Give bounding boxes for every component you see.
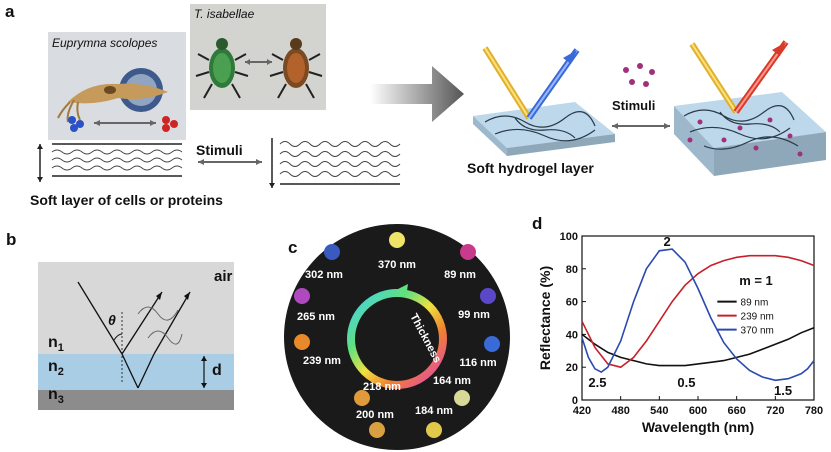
order-annotation: m = 1 xyxy=(739,273,773,288)
order-annotation: 2.5 xyxy=(588,375,606,390)
panel-b-letter: b xyxy=(6,230,17,249)
sample-label: 200 nm xyxy=(356,409,394,421)
sample-spot xyxy=(294,334,310,350)
sample-spot xyxy=(294,288,310,304)
sample-disk xyxy=(284,224,510,450)
plot-frame xyxy=(581,235,815,401)
ray-paths xyxy=(77,281,207,389)
hydrogel-layer-right xyxy=(674,40,826,176)
panel-c-letter: c xyxy=(288,238,298,257)
y-tick-label: 80 xyxy=(566,264,578,276)
panel-d-letter: d xyxy=(532,214,543,233)
thickness-ring xyxy=(347,289,447,389)
sample-label: 89 nm xyxy=(444,269,476,281)
air-label: air xyxy=(214,268,233,285)
order-annotation: 1.5 xyxy=(774,383,792,398)
x-tick-label: 780 xyxy=(805,405,823,417)
sample-spot xyxy=(389,232,405,248)
x-tick-label: 720 xyxy=(766,405,784,417)
y-tick-label: 20 xyxy=(566,362,578,374)
sample-label: 164 nm xyxy=(433,375,471,387)
order-annotation: 0.5 xyxy=(677,375,695,390)
sample-label: 116 nm xyxy=(459,357,497,369)
x-tick-label: 600 xyxy=(689,405,707,417)
y-tick-label: 60 xyxy=(566,297,578,309)
series-line-89-nm xyxy=(581,327,815,367)
stimuli-label-left: Stimuli xyxy=(196,142,243,158)
sample-label: 184 nm xyxy=(415,405,453,417)
series-line-239-nm xyxy=(581,254,815,369)
thickness-arrow xyxy=(396,284,408,298)
theta-label: θ xyxy=(108,312,116,328)
y-tick-label: 0 xyxy=(572,395,578,407)
substrate-layer-n3 xyxy=(38,390,234,410)
beetle-photo: T. isabellae xyxy=(190,4,326,110)
n2-label: n2 xyxy=(48,358,64,379)
sample-label: 239 nm xyxy=(303,355,341,367)
legend-entry: 89 nm xyxy=(741,298,769,309)
legend-entry: 370 nm xyxy=(741,326,774,337)
sample-label: 370 nm xyxy=(378,259,416,271)
hydrogel-layer-left xyxy=(473,46,615,156)
beetle-illustration xyxy=(195,38,323,99)
x-tick-label: 660 xyxy=(727,405,745,417)
sample-spot xyxy=(454,390,470,406)
squid-illustration xyxy=(57,68,168,123)
n3-label: n3 xyxy=(48,386,64,407)
x-axis-label: Wavelength (nm) xyxy=(642,419,754,435)
sample-spot xyxy=(354,390,370,406)
transition-arrow xyxy=(370,66,464,122)
n1-label: n1 xyxy=(48,334,64,355)
reflectance-chart: 420 480 540 600 660 720 780 0 20 40 60 80 100 Wavele… xyxy=(537,231,823,435)
sample-spot xyxy=(324,244,340,260)
left-caption: Soft layer of cells or proteins xyxy=(30,192,223,208)
sample-label: 99 nm xyxy=(458,309,490,321)
sample-label: 218 nm xyxy=(363,381,401,393)
stimuli-label-right: Stimuli xyxy=(612,98,656,113)
beetle-label: T. isabellae xyxy=(194,7,255,21)
y-axis-label: Reflectance (%) xyxy=(537,266,553,370)
sample-spot xyxy=(484,336,500,352)
squid-label: Euprymna scolopes xyxy=(52,36,158,50)
x-tick-label: 540 xyxy=(650,405,668,417)
sample-spot xyxy=(426,422,442,438)
y-tick-label: 40 xyxy=(566,329,578,341)
panel-a-letter: a xyxy=(5,2,15,21)
sample-label: 265 nm xyxy=(297,311,335,323)
order-annotation: 2 xyxy=(663,234,670,249)
legend-entry: 239 nm xyxy=(741,312,774,323)
sample-spot xyxy=(460,244,476,260)
thin-film-diagram: air θ n1 n2 n3 d xyxy=(38,262,234,410)
right-caption: Soft hydrogel layer xyxy=(467,160,594,176)
wave-layers xyxy=(37,138,401,188)
stimuli-particles xyxy=(612,63,670,129)
sample-label: 302 nm xyxy=(305,269,343,281)
d-label: d xyxy=(212,362,222,379)
x-tick-label: 420 xyxy=(573,405,591,417)
sample-spot xyxy=(369,422,385,438)
x-tick-label: 480 xyxy=(611,405,629,417)
series-line-370-nm xyxy=(581,248,815,382)
y-tick-label: 100 xyxy=(560,231,578,243)
molecule-switch xyxy=(68,116,178,132)
sample-spot xyxy=(480,288,496,304)
